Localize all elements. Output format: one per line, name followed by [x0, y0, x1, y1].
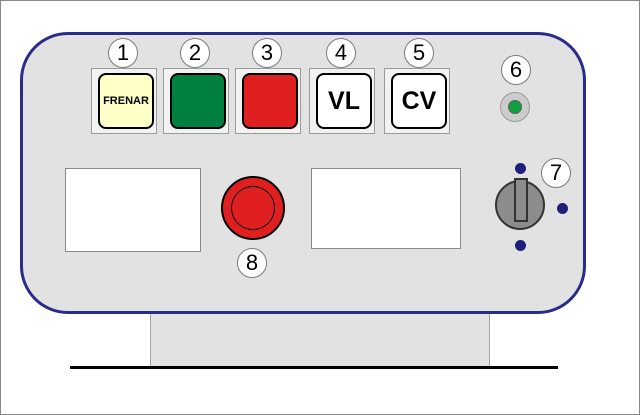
left-display-window [65, 168, 201, 252]
vl-button-label: VL [328, 86, 360, 115]
brake-button-label: FRENAR [103, 95, 149, 107]
red-button-slot [235, 68, 301, 134]
key-position-dot-right [557, 203, 568, 214]
panel-stand [150, 312, 490, 367]
cv-button-label: CV [401, 86, 437, 115]
callout-7: 7 [541, 158, 571, 188]
green-indicator-lamp [508, 100, 522, 114]
callout-6: 6 [501, 55, 531, 85]
base-line [70, 366, 558, 369]
emergency-stop-cap [231, 186, 275, 230]
green-button[interactable] [170, 73, 226, 129]
key-position-dot-top [515, 163, 526, 174]
green-button-slot [163, 68, 229, 134]
vl-button-slot: VL [309, 68, 375, 134]
callout-4: 4 [326, 38, 356, 68]
emergency-stop-button[interactable] [221, 176, 285, 240]
brake-button[interactable]: FRENAR [98, 73, 154, 129]
key-slot-icon [514, 178, 528, 222]
callout-3: 3 [252, 38, 282, 68]
callout-1: 1 [108, 38, 138, 68]
vl-button[interactable]: VL [316, 73, 372, 129]
callout-5: 5 [404, 38, 434, 68]
right-display-window [311, 168, 461, 249]
cv-button-slot: CV [384, 68, 450, 134]
red-button[interactable] [242, 73, 298, 129]
callout-2: 2 [180, 38, 210, 68]
cv-button[interactable]: CV [391, 73, 447, 129]
brake-button-slot: FRENAR [91, 68, 157, 134]
callout-8: 8 [237, 248, 267, 278]
key-position-dot-bottom [515, 240, 526, 251]
key-switch[interactable] [495, 178, 545, 230]
indicator-lamp-housing [500, 92, 530, 122]
